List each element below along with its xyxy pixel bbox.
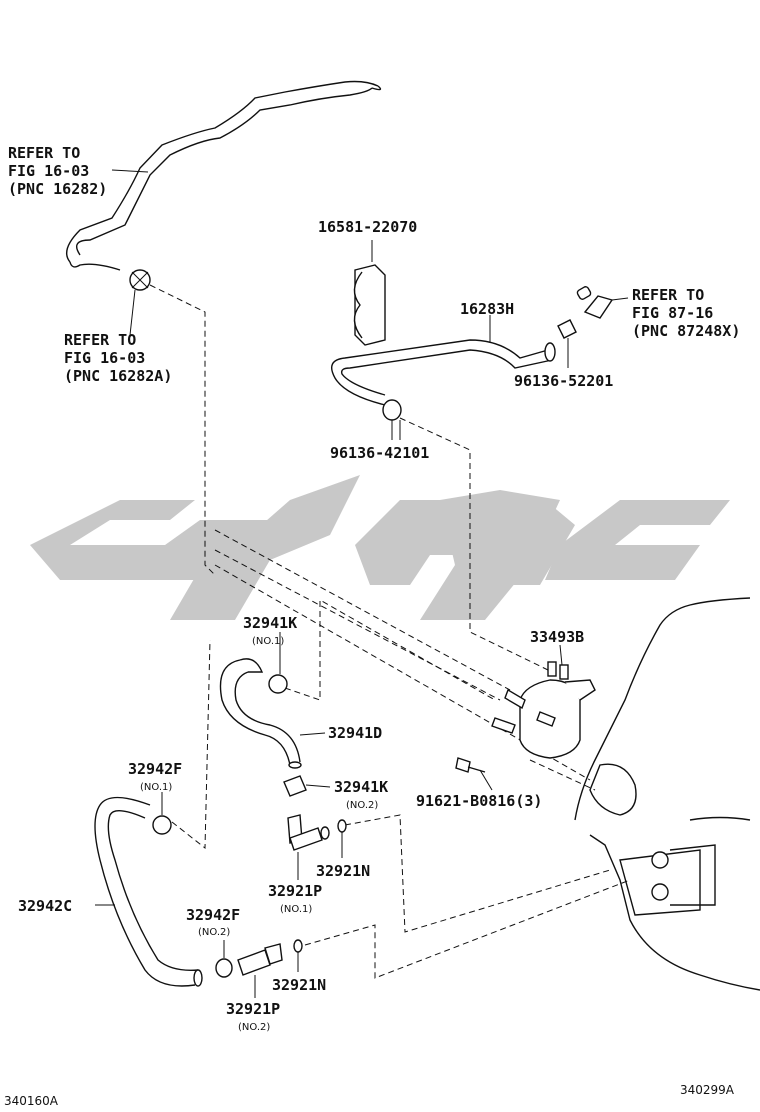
part-sublabel-32921p-no1: (NO.1) — [280, 904, 312, 915]
figure-code-right: 340299A — [680, 1083, 735, 1097]
watermark-logo — [30, 475, 730, 620]
part-label-96136-52201[interactable]: 96136-52201 — [514, 372, 613, 390]
refer-label-right-line2: FIG 87-16 — [632, 304, 713, 322]
hose-clamp-96136-52201[interactable] — [557, 319, 577, 368]
hose-32941d[interactable] — [219, 658, 326, 769]
bolt-91621-b0816[interactable] — [455, 757, 493, 791]
part-label-32921n-no1[interactable]: 32921N — [316, 862, 370, 880]
leader-32942f — [171, 639, 211, 850]
hose-clamp-32942f-no1[interactable] — [152, 792, 172, 835]
leader-engine-1 — [214, 529, 511, 691]
part-label-32942f-no2[interactable]: 32942F — [186, 906, 240, 924]
part-label-16581-22070[interactable]: 16581-22070 — [318, 218, 417, 236]
hose-16282[interactable] — [66, 80, 382, 271]
leader-top-clamp — [149, 284, 216, 576]
refer-label-top-line1: REFER TO — [8, 144, 80, 162]
canister-33493b[interactable] — [491, 644, 596, 759]
union-tee-87248x[interactable] — [576, 286, 629, 319]
part-label-96136-42101[interactable]: 96136-42101 — [330, 444, 429, 462]
leader-refer-mid — [129, 289, 136, 336]
hose-16283h[interactable] — [331, 315, 556, 406]
part-label-32921p-no1[interactable]: 32921P — [268, 882, 322, 900]
refer-label-right-line3: (PNC 87248X) — [632, 322, 740, 340]
leader-right-bracket — [529, 759, 596, 791]
part-sublabel-32942f-no1: (NO.1) — [140, 782, 172, 793]
part-label-32941d[interactable]: 32941D — [328, 724, 382, 742]
refer-label-top-line3: (PNC 16282) — [8, 180, 107, 198]
leader-32921n-2 — [304, 879, 631, 979]
hose-32942c[interactable] — [94, 796, 203, 987]
part-label-32921p-no2[interactable]: 32921P — [226, 1000, 280, 1018]
union-32921p-no1[interactable] — [287, 814, 330, 880]
hose-clamp-96136-42101[interactable] — [382, 399, 402, 440]
leader-32921n-1 — [344, 814, 611, 933]
part-label-33493b[interactable]: 33493B — [530, 628, 584, 646]
leader-refer-top — [111, 169, 149, 173]
part-sublabel-32941k-no1: (NO.1) — [252, 636, 284, 647]
hose-clamp-top[interactable] — [129, 269, 151, 291]
part-label-32941k-no2[interactable]: 32941K — [334, 778, 388, 796]
part-label-32942c[interactable]: 32942C — [18, 897, 72, 915]
part-label-16283h[interactable]: 16283H — [460, 300, 514, 318]
hose-protector-16581[interactable] — [353, 240, 386, 346]
hose-clamp-32941k-no1[interactable] — [268, 632, 288, 694]
refer-label-right-line1: REFER TO — [632, 286, 704, 304]
part-sublabel-32941k-no2: (NO.2) — [346, 800, 378, 811]
o-ring-32921n-no1[interactable] — [337, 819, 347, 858]
refer-label-top-line2: FIG 16-03 — [8, 162, 89, 180]
o-ring-32921n-no2[interactable] — [293, 939, 303, 972]
part-label-32942f-no1[interactable]: 32942F — [128, 760, 182, 778]
part-label-91621-b0816[interactable]: 91621-B0816(3) — [416, 792, 542, 810]
union-32921p-no2[interactable] — [237, 943, 283, 998]
part-label-32941k-no1[interactable]: 32941K — [243, 614, 297, 632]
refer-label-mid-line1: REFER TO — [64, 331, 136, 349]
refer-label-mid-line3: (PNC 16282A) — [64, 367, 172, 385]
part-label-32921n-no2[interactable]: 32921N — [272, 976, 326, 994]
part-sublabel-32921p-no2: (NO.2) — [238, 1022, 270, 1033]
engine-block — [574, 597, 760, 991]
figure-code-left: 340160A — [4, 1094, 59, 1108]
refer-label-mid-line2: FIG 16-03 — [64, 349, 145, 367]
leader-96136-42101 — [399, 417, 549, 671]
part-sublabel-32942f-no2: (NO.2) — [198, 927, 230, 938]
hose-clamp-32941k-no2[interactable] — [283, 775, 331, 797]
leader-engine-2 — [214, 549, 501, 701]
hose-clamp-32942f-no2[interactable] — [215, 940, 233, 978]
